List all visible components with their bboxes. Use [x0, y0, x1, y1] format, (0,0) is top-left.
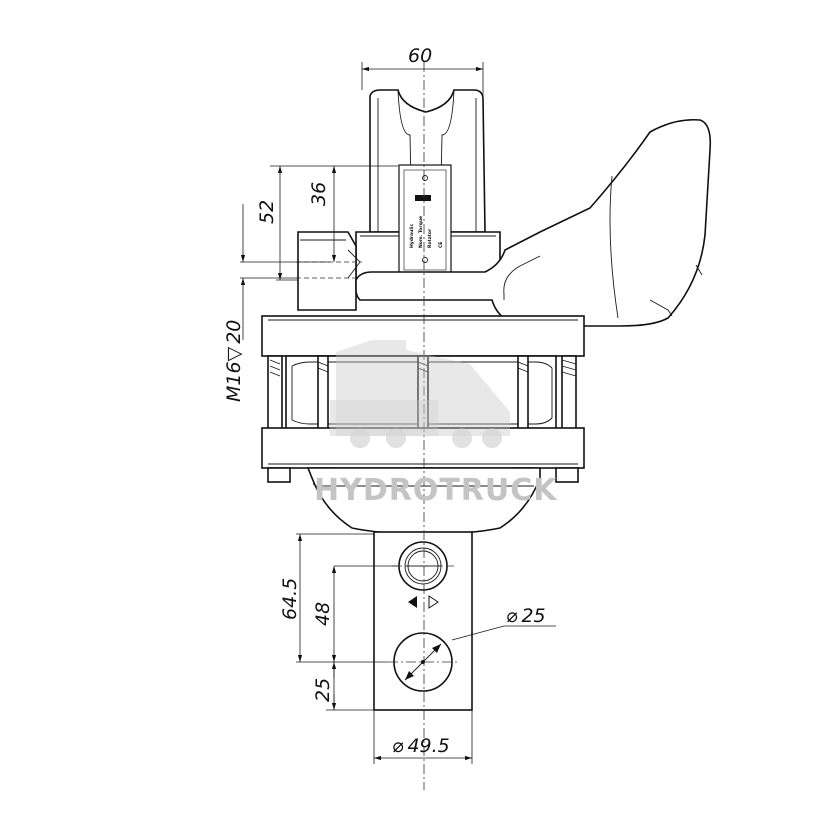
port-block	[297, 231, 357, 311]
dimension-48: 48	[312, 565, 398, 662]
dim-label-25: 25	[312, 678, 334, 702]
dimension-thread: M16▽ 20	[223, 204, 298, 402]
dimension-64-5: 64.5	[279, 533, 388, 663]
dim-label-64-5: 64.5	[279, 578, 301, 620]
dim-label-diameter-49-5: 49.5	[407, 735, 449, 757]
diameter-symbol-2: ⌀	[392, 735, 404, 757]
nameplate: Hydraulic Nom. Torque Rotator CE	[398, 164, 452, 276]
svg-text:⌀49.5: ⌀49.5	[392, 735, 450, 757]
depth-symbol: ▽	[223, 346, 245, 361]
rotation-symbol-icon	[408, 595, 439, 609]
nameplate-line3: Rotator	[427, 228, 433, 248]
nameplate-line1: Hydraulic	[409, 224, 415, 248]
thread-label: M16	[223, 361, 245, 402]
dimension-shaft-diameter: ⌀49.5	[373, 710, 473, 764]
svg-text:M16▽20: M16▽ 20	[223, 320, 245, 402]
dimension-36: 36	[270, 165, 398, 263]
dimension-52: 52	[256, 166, 298, 281]
upper-flange	[261, 315, 585, 357]
watermark: HYDROTRUCK	[314, 340, 558, 508]
dim-label-60: 60	[408, 45, 432, 67]
thread-depth-label: 20	[223, 320, 245, 344]
nameplate-line2: Nom. Torque	[418, 216, 424, 248]
dimension-top-width: 60	[361, 45, 484, 98]
dimension-hole-diameter: ⌀25	[451, 605, 556, 641]
dimension-25: 25	[312, 662, 374, 711]
ce-mark: CE	[438, 242, 444, 248]
flange-studs	[267, 355, 577, 431]
truck-icon	[330, 340, 510, 448]
dim-label-52: 52	[256, 200, 278, 224]
svg-text:⌀25: ⌀25	[506, 605, 546, 627]
dim-label-36: 36	[308, 182, 330, 206]
diameter-symbol-1: ⌀	[506, 605, 518, 627]
dim-label-48: 48	[312, 602, 334, 626]
watermark-text: HYDROTRUCK	[314, 473, 558, 508]
dim-label-diameter-25: 25	[521, 605, 545, 627]
rotator-body: Hydraulic Nom. Torque Rotator CE	[261, 89, 712, 711]
lower-flange	[261, 427, 585, 469]
